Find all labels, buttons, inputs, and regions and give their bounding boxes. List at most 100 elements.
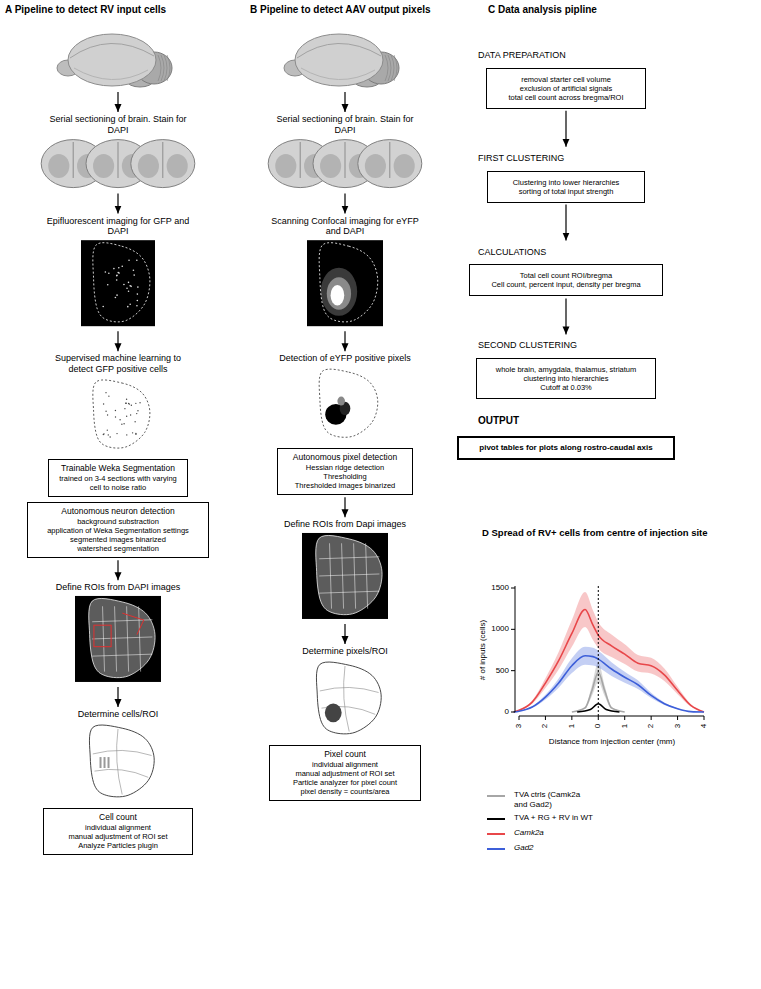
roi-line: [127, 606, 129, 671]
roi-line: [115, 606, 117, 671]
data-line: [514, 609, 704, 712]
cell-dot: [105, 411, 106, 412]
cell-dot: [128, 259, 130, 261]
slice-shade: [275, 154, 296, 178]
box-text: Thresholded images binarized: [283, 481, 407, 490]
legend-entry: Camk2a: [486, 828, 686, 839]
process-box: DATA PREPARATIONremoval starter cell vol…: [455, 46, 685, 109]
cell-dot: [129, 403, 130, 404]
line-chart: [511, 584, 704, 720]
cell-dot: [105, 392, 106, 393]
slice-shade: [365, 154, 386, 178]
process-box: Autonomous neuron detectionbackground su…: [27, 502, 209, 558]
x-tick: [598, 716, 599, 720]
roi-line: [139, 606, 141, 671]
cell-dot: [134, 421, 135, 422]
roi-outline: [94, 625, 111, 647]
box-text: pivot tables for plots along rostro-caud…: [465, 443, 667, 453]
y-tick: [511, 670, 515, 671]
cell-dot: [133, 274, 135, 276]
stage-heading: OUTPUT: [455, 411, 685, 427]
box-text: clustering into hierarchies: [483, 374, 649, 383]
image-slot: [260, 364, 430, 444]
axis-title: # of inputs (cells): [478, 595, 488, 705]
y-tick: [511, 629, 515, 630]
cortex: [68, 34, 156, 86]
step-caption: Define ROIs from Dapi images: [270, 519, 420, 530]
slice-shade: [48, 154, 69, 178]
box-text: sorting of total input strength: [494, 187, 638, 196]
flow-arrow: [344, 624, 345, 644]
box-text: Analyze Particles plugin: [49, 841, 187, 850]
slice-midline: [345, 142, 346, 178]
box-heading: Cell count: [49, 812, 187, 822]
step-image: [93, 380, 150, 448]
box-text: application of Weka Segmentation setting…: [33, 526, 203, 535]
step-caption: Determine cells/ROI: [43, 709, 193, 720]
process-step: Serial sectioning of brain. Stain for DA…: [260, 114, 430, 192]
legend-swatch: [486, 844, 506, 854]
legend-line: [487, 833, 505, 835]
box-text: manual adjustment of ROI set: [275, 769, 415, 778]
section-outline: [93, 243, 150, 322]
step-caption: Define ROIs from DAPI images: [43, 582, 193, 593]
cell-dot: [133, 269, 135, 271]
cortex-shade: [74, 68, 148, 80]
cell-dot: [135, 403, 136, 404]
pixel-blob: [337, 397, 345, 406]
cerebellum-fold: [158, 55, 161, 81]
box-text: pixel density = counts/area: [275, 787, 415, 796]
process-step: Define ROIs from Dapi images: [260, 519, 430, 622]
box-heading: Autonomous neuron detection: [33, 506, 203, 516]
cell-dot: [105, 271, 107, 273]
cell-dot: [126, 287, 128, 289]
cell-dot: [115, 410, 116, 411]
roi-line: [354, 543, 356, 608]
region-shade: [104, 757, 106, 768]
midline: [297, 43, 381, 58]
slice-midline: [389, 142, 390, 178]
dapi-section: [89, 598, 155, 677]
box-text: watershed segmentation: [33, 544, 203, 553]
step-image: [81, 240, 155, 326]
flow-arrow: [117, 194, 118, 214]
x-tick: [677, 716, 678, 720]
brain-image: [57, 34, 172, 87]
stage-heading: SECOND CLUSTERING: [455, 336, 685, 351]
box-text: individual alignment: [49, 823, 187, 832]
step-caption: Scanning Confocal imaging for eYFP and D…: [270, 216, 420, 238]
box-text: Total cell count ROI/bregma: [476, 271, 656, 280]
flow-arrow: [117, 560, 118, 580]
box-text: whole brain, amygdala, thalamus, striatu…: [483, 365, 649, 374]
tick-label: 3: [514, 720, 524, 732]
process-box: FIRST CLUSTERINGClustering into lower hi…: [455, 149, 685, 203]
step-image: [302, 533, 388, 619]
cerebellum-fold: [164, 55, 167, 81]
step-image: [41, 140, 195, 188]
dapi-section: [316, 535, 382, 614]
step-caption: Serial sectioning of brain. Stain for DA…: [43, 114, 193, 136]
flow-arrow: [565, 298, 566, 334]
legend-line: [487, 848, 505, 850]
cell-dot: [135, 433, 136, 434]
cell-dot: [130, 414, 131, 415]
cell-dot: [131, 405, 132, 406]
process-box: SECOND CLUSTERING whole brain, amygdala, …: [455, 336, 685, 399]
cell-dot: [115, 297, 117, 299]
image-slot: [260, 657, 430, 741]
cell-dot: [103, 403, 104, 404]
x-tick: [704, 716, 705, 720]
legend-label: Gad2: [514, 843, 534, 853]
legend: TVA ctrls (Camk2a and Gad2)TVA + RG + RV…: [486, 790, 686, 858]
arrow: [344, 92, 345, 112]
image-slot: [33, 375, 203, 455]
cell-dot: [123, 423, 124, 424]
cell-dot: [108, 434, 109, 435]
box-text: Hessian ridge detection: [283, 463, 407, 472]
signal-core: [331, 285, 345, 306]
box-heading: Trainable Weka Segmentation: [54, 463, 182, 473]
cortex: [295, 34, 383, 86]
box-text: Cell count, percent input, density per b…: [476, 280, 656, 289]
slice-midline: [73, 142, 74, 178]
region-shade: [100, 757, 102, 768]
